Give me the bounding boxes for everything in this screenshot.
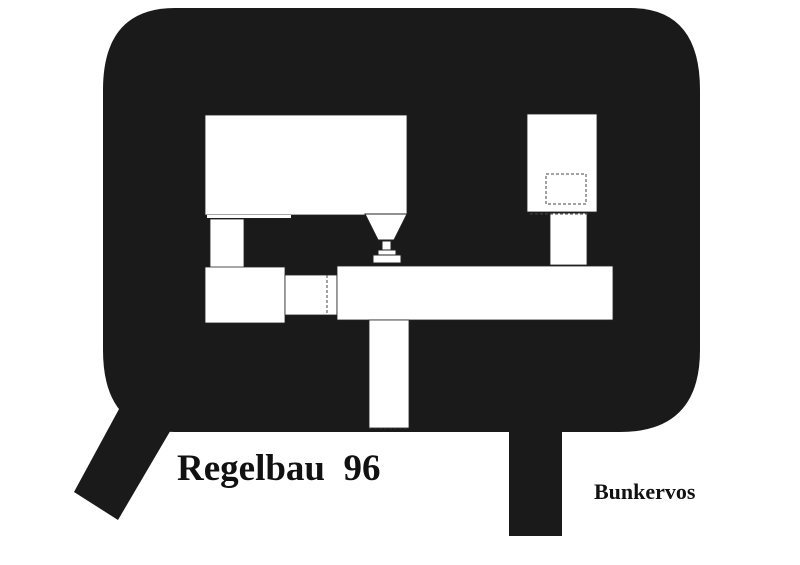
main-room-lintel: [207, 215, 291, 218]
gas-lock-room: [204, 266, 286, 324]
main-room-passage: [209, 218, 245, 269]
interior-rooms: [204, 113, 614, 429]
periscope-base-top: [377, 249, 397, 256]
exit-passage: [368, 319, 410, 429]
entrance-corridor-left: [74, 398, 172, 520]
periscope-funnel: [364, 213, 408, 241]
side-room: [526, 113, 598, 213]
periscope-base-bottom: [372, 254, 402, 264]
main-room: [204, 114, 408, 216]
plan-credit: Bunkervos: [594, 479, 696, 504]
entrance-corridor-right: [509, 420, 562, 536]
periscope-mount: [364, 213, 408, 264]
side-room-passage: [549, 212, 588, 266]
hidden-lines: [326, 173, 590, 429]
periscope-stem: [381, 240, 392, 251]
connecting-passage: [284, 274, 338, 316]
side-room-hatch: [545, 173, 587, 205]
main-corridor: [336, 265, 614, 321]
plan-title: Regelbau 96: [177, 448, 381, 489]
